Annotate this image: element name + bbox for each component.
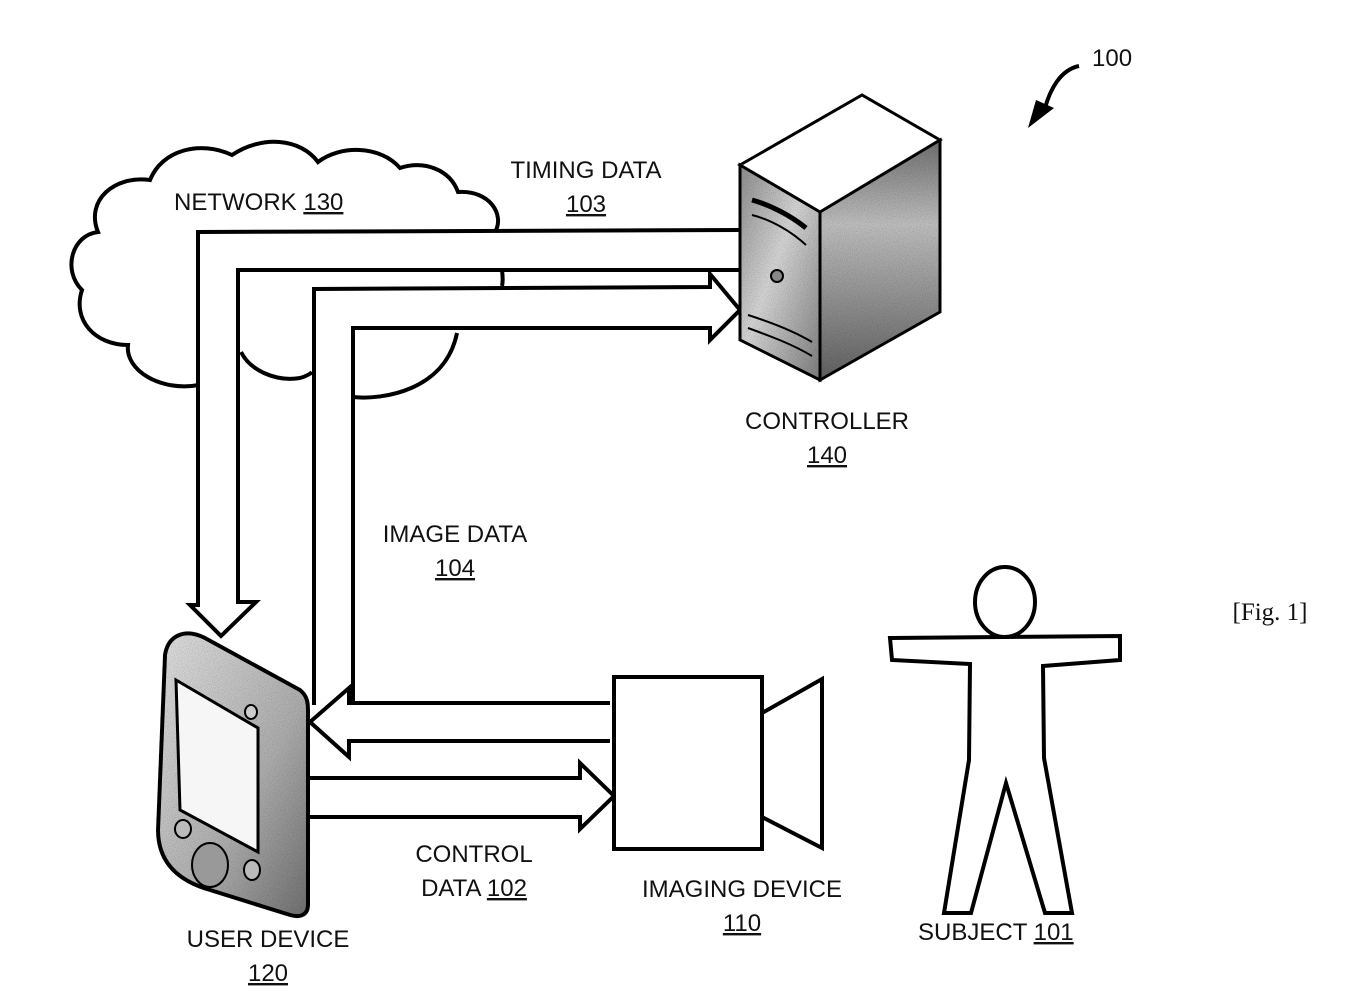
network-label: NETWORK 130	[174, 189, 343, 216]
user-device-ref: 120	[248, 960, 288, 987]
controller-server	[737, 93, 943, 383]
pda-top-button-icon	[244, 704, 258, 720]
pda-left-button-icon	[174, 819, 192, 839]
figure-label: [Fig. 1]	[1233, 599, 1308, 626]
reference-curved-arrow-icon	[1043, 64, 1080, 109]
pda-nav-button-icon	[191, 842, 229, 888]
user-device-pda	[155, 631, 310, 919]
image-data-label: IMAGE DATA	[383, 521, 527, 548]
timing-data-ref: 103	[566, 191, 606, 218]
control-data-ref: 102	[487, 875, 527, 902]
camera-body	[612, 675, 764, 851]
server-power-button-icon	[770, 269, 784, 283]
reference-arrowhead-icon	[1028, 100, 1054, 128]
subject-figure	[887, 565, 1122, 915]
user-device-label: USER DEVICE	[187, 926, 350, 953]
imaging-device-ref: 110	[723, 910, 761, 937]
subject-body-icon	[887, 633, 1122, 915]
timing-data-label: TIMING DATA	[510, 157, 661, 184]
cloud-icon	[69, 139, 501, 389]
image-data-arrow	[312, 268, 743, 705]
controller-label: CONTROLLER	[745, 408, 909, 435]
control-data-arrow	[310, 758, 617, 834]
image-data-ref: 104	[435, 555, 475, 582]
server-side-face	[818, 137, 942, 383]
network-cloud: NETWORK 130	[69, 139, 505, 400]
pda-screen	[174, 677, 260, 855]
subject-label: SUBJECT 101	[918, 919, 1074, 946]
subject-ref: 101	[1034, 919, 1074, 946]
imaging-device-camera	[612, 675, 824, 852]
imaging-device-label: IMAGING DEVICE	[642, 876, 842, 903]
network-ref: 130	[303, 189, 343, 216]
control-data-label-line2: DATA 102	[421, 875, 527, 902]
subject-head-icon	[973, 565, 1037, 639]
control-data-label: CONTROL	[415, 841, 532, 868]
image-data-to-user-device-arrow	[306, 683, 610, 762]
controller-ref: 140	[807, 442, 847, 469]
figure-reference: 100	[1028, 45, 1132, 128]
timing-data-arrow	[185, 228, 741, 639]
camera-lens-icon	[760, 675, 824, 852]
figure-reference-number: 100	[1092, 45, 1132, 72]
pda-right-button-icon	[243, 859, 261, 881]
